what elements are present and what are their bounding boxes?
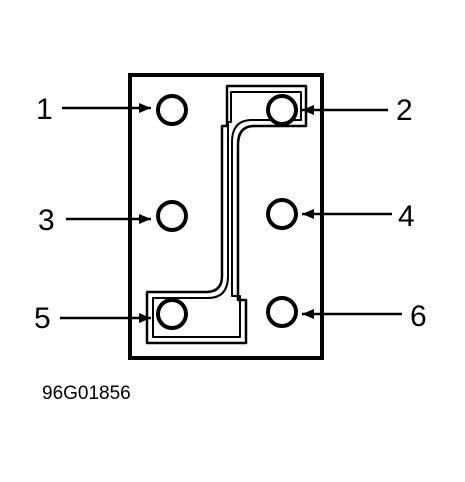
terminal-3 [156,200,188,232]
terminal-5 [156,298,188,330]
pin-label-4: 4 [398,200,415,233]
pin-label-2: 2 [396,94,413,127]
pin-label-6: 6 [410,300,427,333]
terminal-2 [266,94,298,126]
terminal-1 [156,94,188,126]
pin-label-1: 1 [36,93,53,126]
terminal-6 [266,296,298,328]
figure-caption: 96G01856 [42,383,131,404]
bus-bar-outer [145,84,308,345]
connector-body [128,73,324,360]
terminal-4 [266,198,298,230]
pin-label-3: 3 [38,204,55,237]
bus-bar-inner [152,91,302,338]
pin-label-5: 5 [34,302,51,335]
